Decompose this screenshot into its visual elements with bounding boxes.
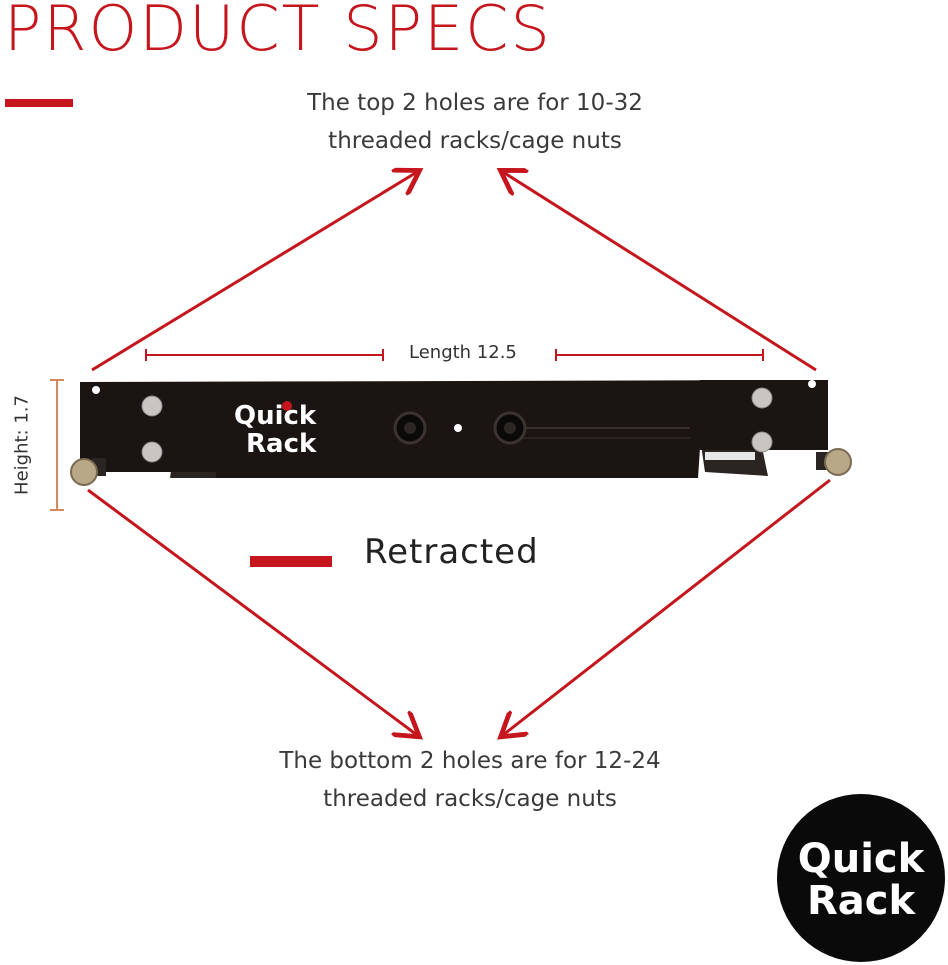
status-label: Retracted [364, 532, 539, 572]
brand-logo-line-2: Rack [806, 878, 916, 924]
top-caption-line-2: threaded racks/cage nuts [328, 128, 622, 154]
arrow-bottom-left [87, 488, 417, 735]
brand-logo-line-1: Quick [797, 836, 925, 882]
height-label: Height: 1.7 [11, 395, 33, 495]
slider-knobs [393, 411, 527, 445]
top-right-hole [808, 380, 816, 388]
brand-logo: Quick Rack [777, 794, 945, 962]
arrow-bottom-right [503, 478, 831, 735]
length-label: Length 12.5 [409, 342, 517, 363]
top-left-hole [92, 386, 100, 394]
plate-screws [141, 387, 773, 463]
height-dimension [50, 379, 64, 511]
top-caption-line-1: The top 2 holes are for 10-32 [307, 90, 643, 116]
top-holes-caption: The top 2 holes are for 10-32 threaded r… [220, 84, 730, 160]
bottom-holes-caption: The bottom 2 holes are for 12-24 threade… [220, 742, 720, 818]
plate-logo-line-1: Quick [234, 401, 317, 431]
length-dimension-right [555, 349, 764, 361]
thumb-screws [70, 448, 852, 486]
bottom-caption-line-1: The bottom 2 holes are for 12-24 [279, 748, 661, 774]
arrow-top-left [91, 172, 417, 372]
title-accent-dash [5, 99, 73, 107]
status-accent-dash [250, 556, 332, 567]
bracket-plate [80, 380, 828, 478]
length-dimension-left [145, 349, 384, 361]
slot-hole [454, 424, 462, 432]
bottom-caption-line-2: threaded racks/cage nuts [323, 786, 617, 812]
plate-logo-line-2: Rack [246, 429, 317, 459]
plate-logo: Quick Rack [234, 402, 316, 458]
page-title: PRODUCT SPECS [4, 0, 552, 65]
arrow-top-right [503, 172, 817, 372]
